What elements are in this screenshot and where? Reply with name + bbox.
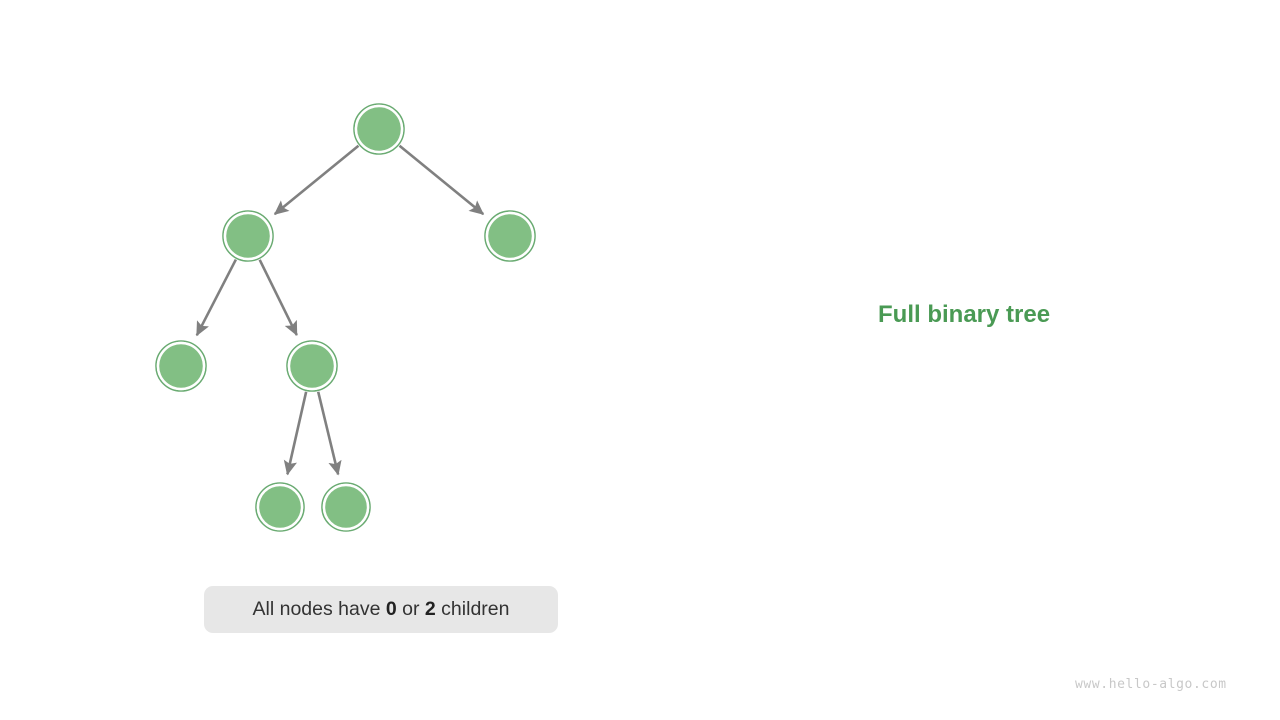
- tree-edge: [273, 144, 360, 216]
- node-circle: [325, 486, 367, 528]
- caption-badge: All nodes have 0 or 2 children: [204, 586, 558, 633]
- edge-layer: [195, 144, 485, 476]
- node-ring-gap: [287, 341, 337, 391]
- node-outer-ring: [321, 482, 371, 532]
- tree-node: [255, 482, 305, 532]
- node-ring-gap: [354, 104, 404, 154]
- node-circle: [290, 344, 334, 388]
- node-circle: [226, 214, 270, 258]
- node-outer-ring: [155, 340, 207, 392]
- caption-value-two: 2: [424, 598, 436, 620]
- node-outer-ring: [222, 210, 274, 262]
- tree-node: [286, 340, 338, 392]
- tree-node: [484, 210, 536, 262]
- caption-middle: or: [396, 598, 425, 620]
- node-outer-ring: [255, 482, 305, 532]
- node-ring-gap: [256, 483, 304, 531]
- tree-node: [155, 340, 207, 392]
- tree-edge: [283, 391, 308, 476]
- tree-edge: [195, 258, 238, 337]
- node-circle: [357, 107, 401, 151]
- node-outer-ring: [353, 103, 405, 155]
- node-ring-gap: [485, 211, 535, 261]
- node-ring-gap: [322, 483, 370, 531]
- caption-prefix: All nodes have: [252, 598, 386, 620]
- node-ring-gap: [156, 341, 206, 391]
- node-outer-ring: [484, 210, 536, 262]
- caption-suffix: children: [435, 598, 510, 620]
- node-ring-gap: [223, 211, 273, 261]
- tree-node: [222, 210, 274, 262]
- tree-edge: [398, 144, 485, 216]
- tree-edge: [258, 259, 298, 336]
- node-outer-ring: [286, 340, 338, 392]
- node-circle: [488, 214, 532, 258]
- node-circle: [159, 344, 203, 388]
- caption-text: All nodes have 0 or 2 children: [253, 598, 510, 621]
- tree-node: [321, 482, 371, 532]
- caption-value-zero: 0: [385, 598, 397, 620]
- node-circle: [259, 486, 301, 528]
- tree-edge: [316, 391, 342, 476]
- watermark: www.hello-algo.com: [1075, 677, 1227, 692]
- node-layer: [155, 103, 536, 532]
- page-title: Full binary tree: [878, 301, 1051, 328]
- tree-node: [353, 103, 405, 155]
